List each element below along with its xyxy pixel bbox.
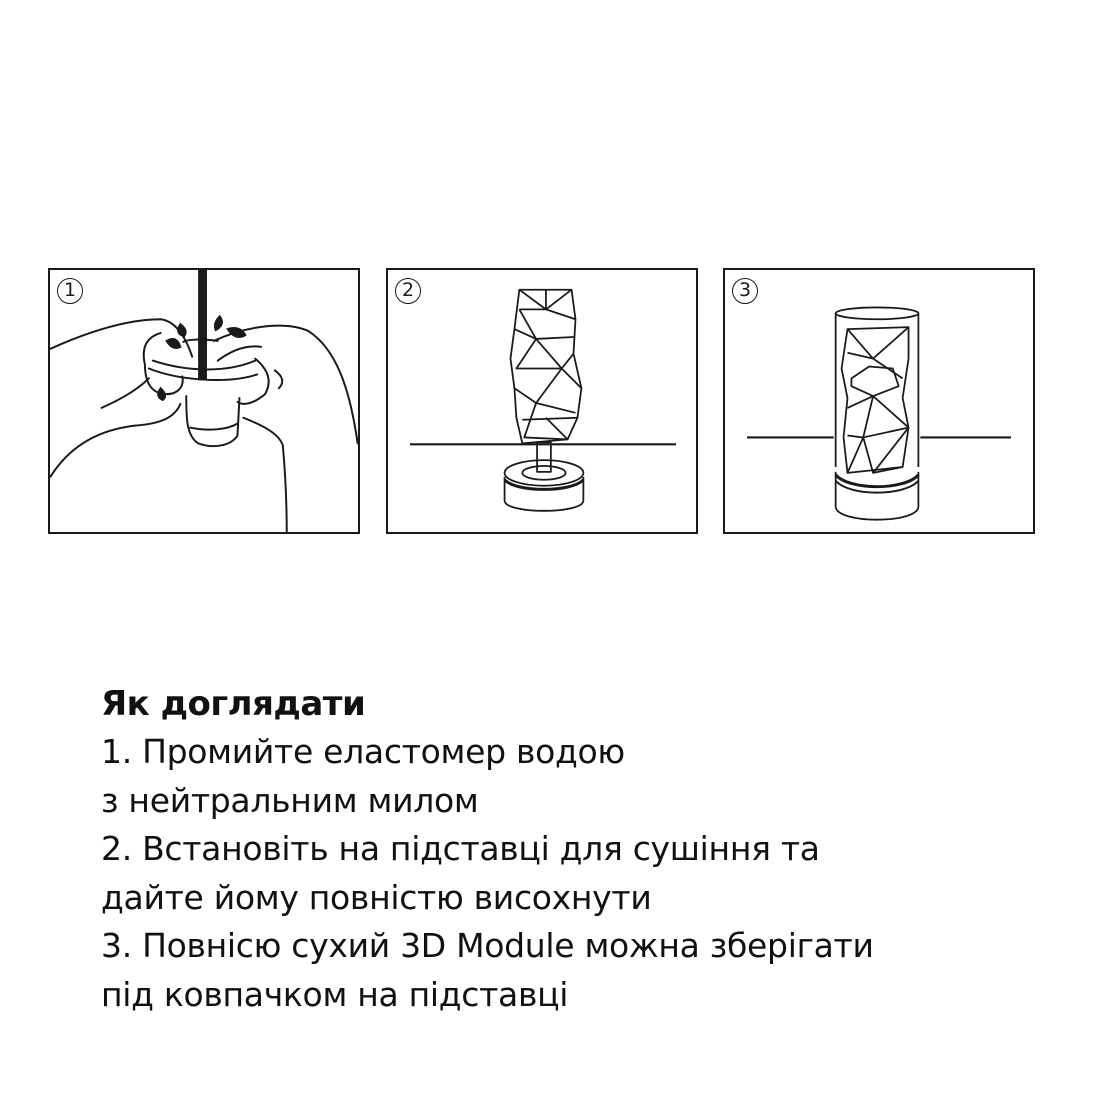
storage-cap-illustration — [747, 306, 1011, 521]
step-number-badge: 1 — [57, 278, 83, 304]
care-instructions: Як доглядати 1. Промийте еластомер водою… — [101, 680, 874, 1019]
step-number-badge: 3 — [732, 278, 758, 304]
care-heading: Як доглядати — [101, 684, 366, 724]
drying-stand-illustration — [410, 288, 676, 512]
hands-washing-illustration — [50, 270, 358, 532]
care-line: з нейтральним милом — [101, 780, 479, 820]
care-line: 2. Встановіть на підставці для сушіння т… — [101, 829, 820, 868]
step-3-panel: 3 — [723, 268, 1035, 534]
care-line: 3. Повнісю сухий 3D Module можна зберіга… — [101, 926, 874, 965]
step-2-panel: 2 — [386, 268, 698, 534]
care-line: 1. Промийте еластомер водою — [101, 732, 625, 771]
care-line: під ковпачком на підставці — [101, 974, 569, 1014]
care-line: дайте йому повністю висохнути — [101, 877, 652, 917]
step-1-panel: 1 — [48, 268, 360, 534]
step-number-badge: 2 — [395, 278, 421, 304]
